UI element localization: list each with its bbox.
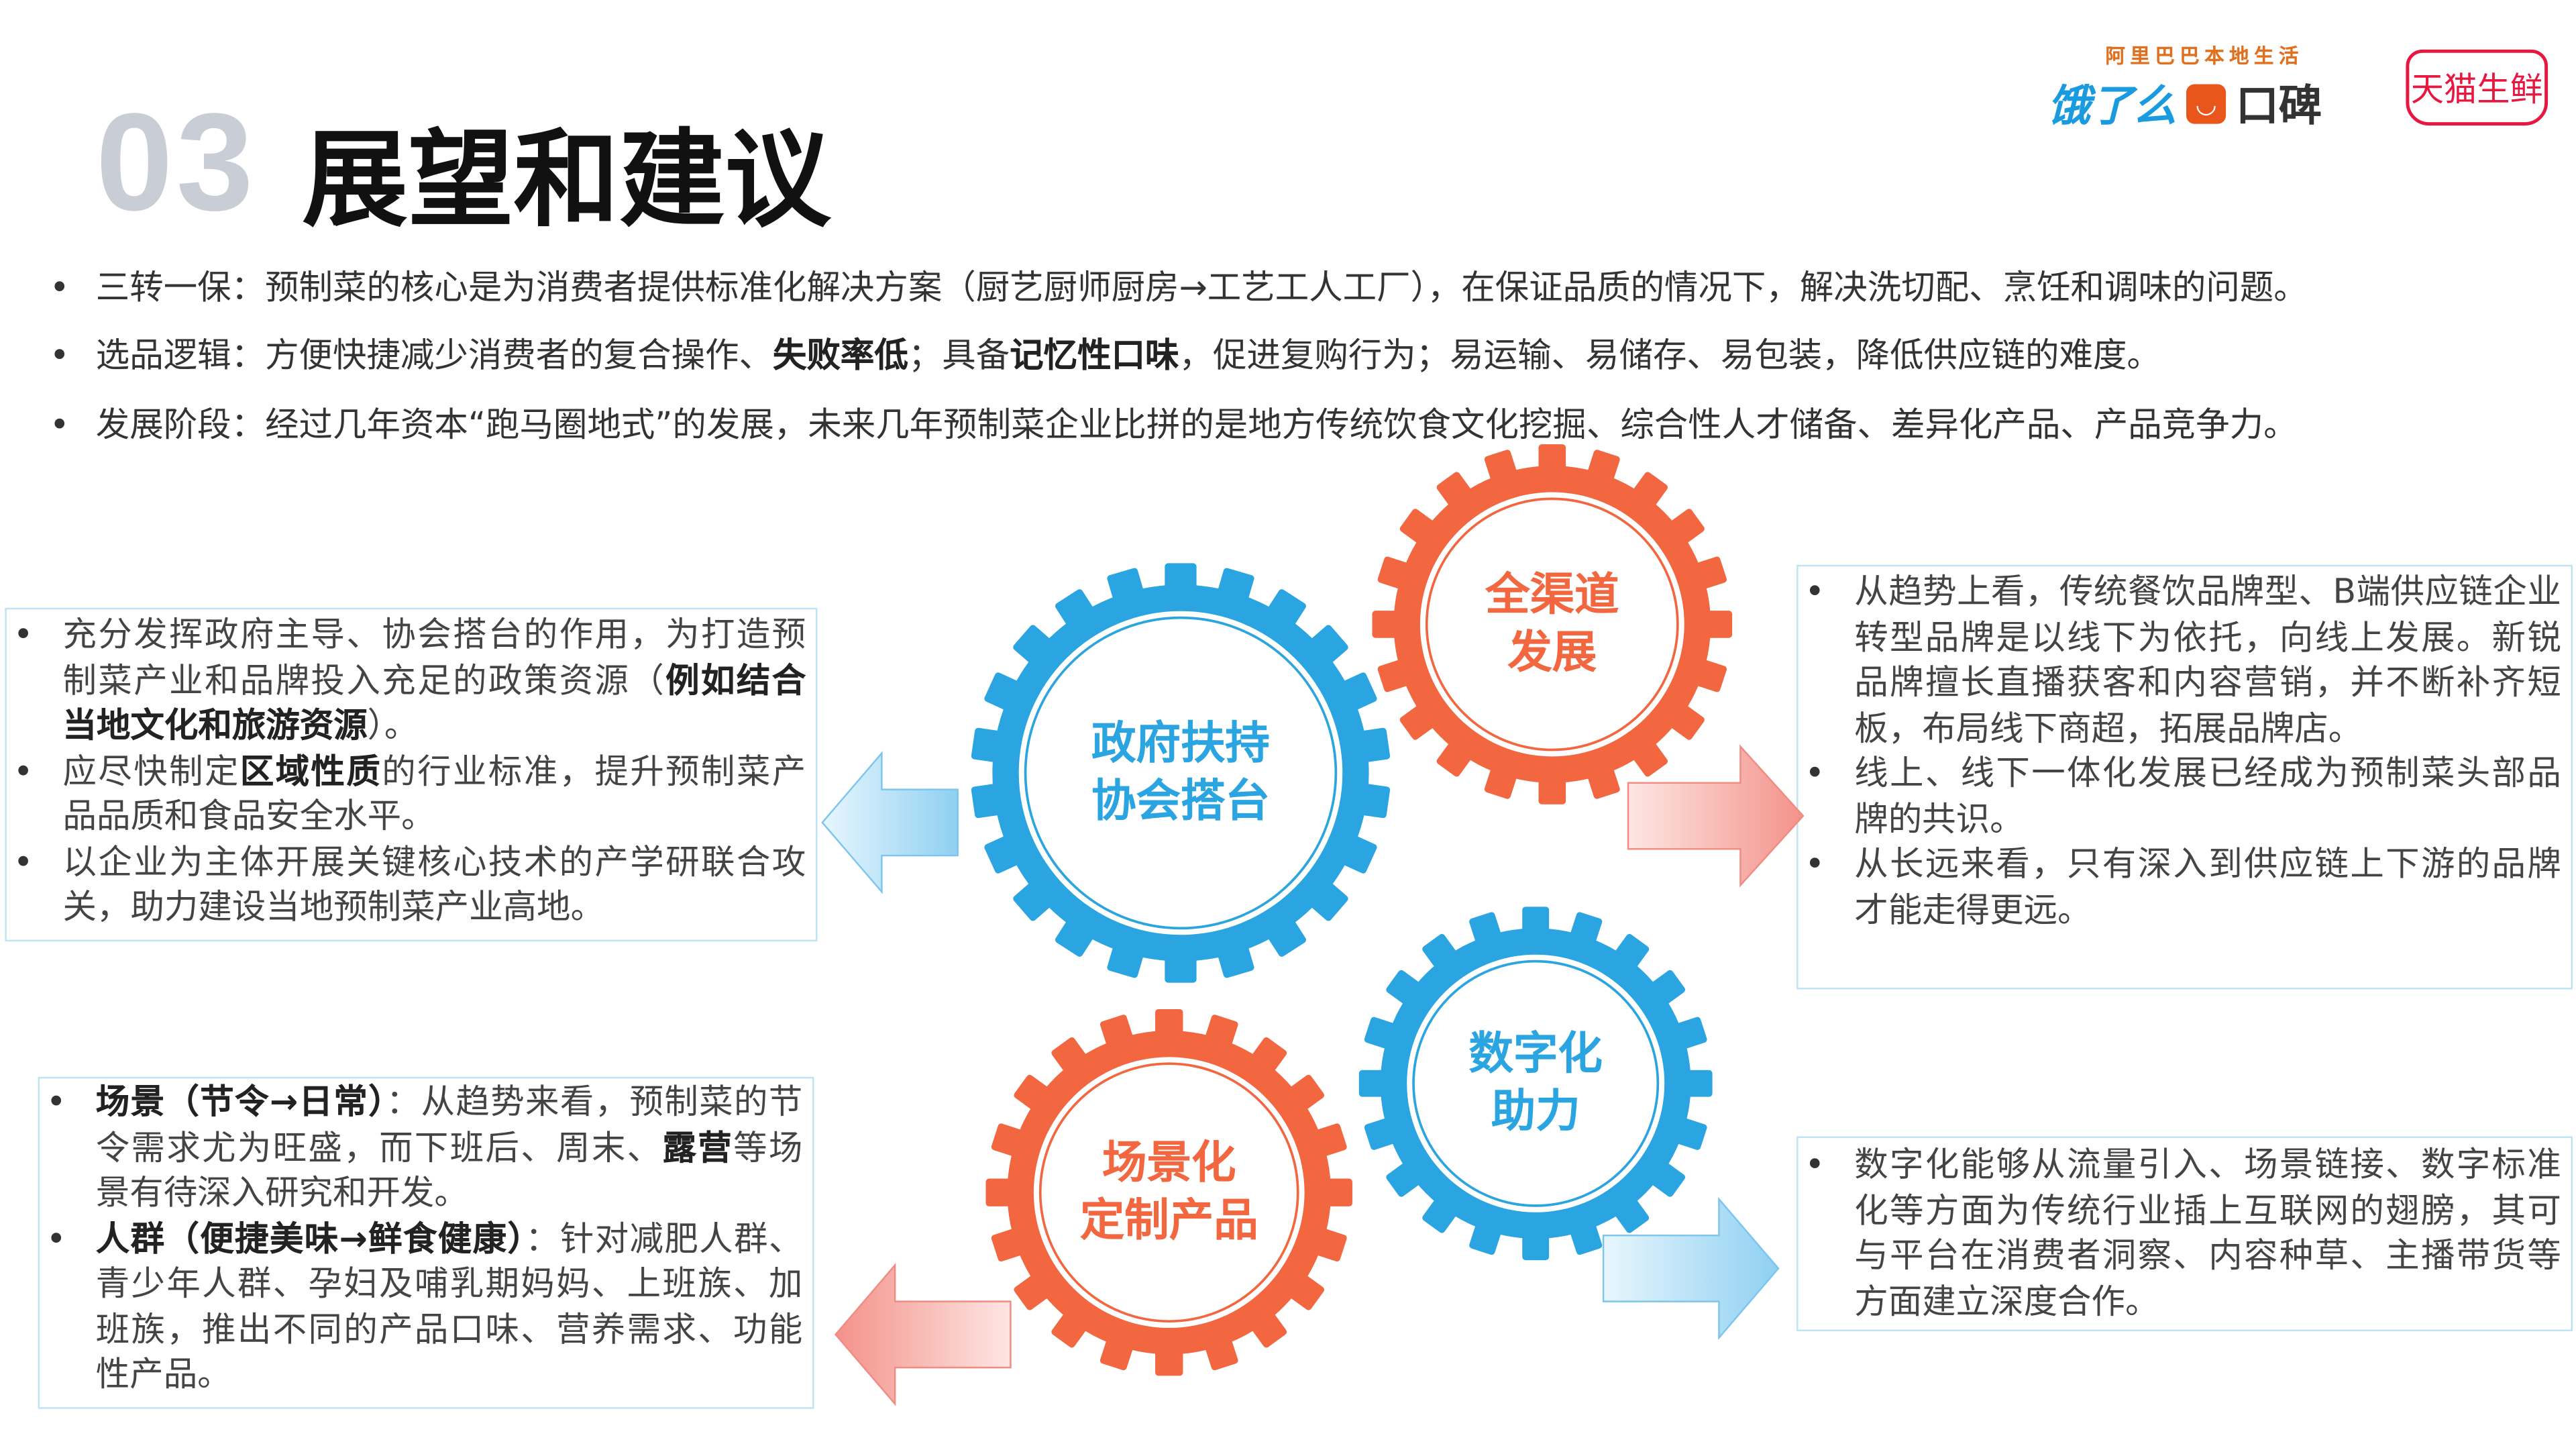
list-item: 以企业为主体开展关键核心技术的产学研联合攻关，助力建设当地预制菜产业高地。 xyxy=(7,840,806,931)
digital-text-box: 数字化能够从流量引入、场景链接、数字标准化等方面为传统行业插上互联网的翅膀，其可… xyxy=(1796,1136,2573,1331)
gear-ring xyxy=(1038,1062,1299,1323)
arrow-left-blue-icon xyxy=(821,751,959,894)
text-segment: 等场景有待深入研究和开发。 xyxy=(95,1127,803,1212)
gear-label-line: 政府扶持 xyxy=(1091,718,1270,770)
list-item: 应尽快制定区域性质的行业标准，提升预制菜产品品质和食品安全水平。 xyxy=(7,749,806,839)
gear-label-line: 数字化 xyxy=(1468,1029,1603,1080)
text-segment: 的行业标准，提升预制菜产品品质和食品安全水平。 xyxy=(62,750,806,836)
gear-label-line: 助力 xyxy=(1491,1086,1580,1138)
gear-ring xyxy=(1024,616,1338,930)
gear-icon xyxy=(985,1008,1352,1376)
arrow-left-pink-icon xyxy=(834,1263,1012,1406)
page-title: 展望和建议 xyxy=(302,120,831,243)
alibaba-local-label: 阿里巴巴本地生活 xyxy=(2105,44,2304,68)
gear-icon xyxy=(971,563,1391,983)
gear-digital: 数字化助力 xyxy=(1357,905,1714,1262)
gear-channels: 全渠道发展 xyxy=(1371,443,1734,807)
top-bullet: • 发展阶段：经过几年资本“跑马圈地式”的发展，未来几年预制菜企业比拼的是地方传统… xyxy=(50,397,2298,446)
koubei-icon: ◡ xyxy=(2186,83,2226,123)
section-number: 03 xyxy=(95,84,257,240)
gear-icon xyxy=(1358,907,1713,1261)
text-segment: ）。 xyxy=(367,705,419,745)
list-item: 从趋势上看，传统餐饮品牌型、B端供应链企业转型品牌是以线下为依托，向线上发展。新… xyxy=(1799,570,2561,752)
text-segment: 以企业为主体开展关键核心技术的产学研联合攻关，助力建设当地预制菜产业高地。 xyxy=(62,841,806,927)
text-segment: 三转一保：预制菜的核心是为消费者提供标准化解决方案（厨艺厨师厨房→工艺工人工厂）… xyxy=(95,267,2308,307)
bullet-dot: • xyxy=(49,335,70,375)
government-text-box: 充分发挥政府主导、协会搭台的作用，为打造预制菜产业和品牌投入充足的政策资源（例如… xyxy=(5,607,818,942)
bold-text: 失败率低 xyxy=(772,335,908,375)
bold-text: 例如结合当地文化和旅游资源 xyxy=(62,660,806,745)
scenes-text-box: 场景（节令→日常）：从趋势来看，预制菜的节令需求尤为旺盛，而下班后、周末、露营等… xyxy=(38,1076,814,1409)
bold-text: 场景（节令→日常） xyxy=(95,1082,386,1122)
text-segment: 充分发挥政府主导、协会搭台的作用，为打造预制菜产业和品牌投入充足的政策资源（ xyxy=(62,614,806,700)
gear-government: 政府扶持协会搭台 xyxy=(969,562,1392,984)
bold-text: 记忆性口味 xyxy=(1010,335,1179,375)
text-segment: 数字化能够从流量引入、场景链接、数字标准化等方面为传统行业插上互联网的翅膀，其可… xyxy=(1854,1144,2561,1320)
arrow-right-blue-icon xyxy=(1602,1196,1780,1341)
gear-icon xyxy=(1372,444,1733,805)
gear-label-line: 场景化 xyxy=(1102,1137,1236,1190)
list-item: 充分发挥政府主导、协会搭台的作用，为打造预制菜产业和品牌投入充足的政策资源（例如… xyxy=(7,613,806,749)
alibaba-local-logo: 阿里巴巴本地生活 饿了么 ◡ 口碑 xyxy=(2047,42,2361,134)
text-segment: ，促进复购行为；易运输、易储存、易包装，降低供应链的难度。 xyxy=(1179,335,2161,375)
gear-label-line: 定制产品 xyxy=(1079,1196,1258,1247)
gear-label: 全渠道发展 xyxy=(1371,443,1734,807)
text-segment: ；具备 xyxy=(908,335,1010,375)
text-segment: ：从趋势来看，预制菜的节令需求尤为旺盛，而下班后、周末、 xyxy=(95,1082,803,1168)
text-segment: 选品逻辑：方便快捷减少消费者的复合操作、 xyxy=(95,335,773,375)
text-segment: 发展阶段：经过几年资本“跑马圈地式”的发展，未来几年预制菜企业比拼的是地方传统饮… xyxy=(95,405,2298,445)
gear-label-line: 全渠道 xyxy=(1485,570,1619,621)
list-item: 数字化能够从流量引入、场景链接、数字标准化等方面为传统行业插上互联网的翅膀，其可… xyxy=(1799,1143,2561,1325)
text-segment: 线上、线下一体化发展已经成为预制菜头部品牌的共识。 xyxy=(1854,753,2561,839)
gear-label: 数字化助力 xyxy=(1357,905,1714,1262)
top-bullet: • 选品逻辑：方便快捷减少消费者的复合操作、失败率低；具备记忆性口味，促进复购行为… xyxy=(50,327,2161,376)
gear-label-line: 协会搭台 xyxy=(1091,776,1270,828)
eleme-logo: 饿了么 xyxy=(2047,83,2177,132)
gear-ring xyxy=(1412,960,1660,1207)
text-segment: 应尽快制定 xyxy=(62,750,240,790)
gear-scenes: 场景化定制产品 xyxy=(984,1008,1354,1378)
channels-text-box: 从趋势上看，传统餐饮品牌型、B端供应链企业转型品牌是以线下为依托，向线上发展。新… xyxy=(1796,564,2573,990)
gear-label: 政府扶持协会搭台 xyxy=(969,562,1392,984)
bold-text: 人群（便捷美味→鲜食健康） xyxy=(95,1218,526,1258)
text-segment: ：针对减肥人群、青少年人群、孕妇及哺乳期妈妈、上班族、加班族，推出不同的产品口味… xyxy=(95,1218,803,1394)
gear-label: 场景化定制产品 xyxy=(984,1008,1354,1378)
bold-text: 区域性质 xyxy=(239,750,382,790)
arrow-right-pink-icon xyxy=(1627,744,1805,888)
list-item: 人群（便捷美味→鲜食健康）：针对减肥人群、青少年人群、孕妇及哺乳期妈妈、上班族、… xyxy=(40,1216,802,1398)
tmall-fresh-logo: 天猫生鲜 xyxy=(2406,49,2548,126)
list-item: 从长远来看，只有深入到供应链上下游的品牌才能走得更远。 xyxy=(1799,842,2561,933)
text-segment: 从长远来看，只有深入到供应链上下游的品牌才能走得更远。 xyxy=(1854,843,2561,929)
list-item: 场景（节令→日常）：从趋势来看，预制菜的节令需求尤为旺盛，而下班后、周末、露营等… xyxy=(40,1080,802,1216)
gear-label-line: 发展 xyxy=(1507,627,1597,679)
bullet-dot: • xyxy=(49,405,70,445)
text-segment: 从趋势上看，传统餐饮品牌型、B端供应链企业转型品牌是以线下为依托，向线上发展。新… xyxy=(1854,571,2561,747)
bullet-dot: • xyxy=(49,267,70,307)
bold-text: 露营 xyxy=(662,1127,734,1168)
koubei-logo: 口碑 xyxy=(2235,83,2322,132)
top-bullet: • 三转一保：预制菜的核心是为消费者提供标准化解决方案（厨艺厨师厨房→工艺工人工厂… xyxy=(50,259,2308,309)
list-item: 线上、线下一体化发展已经成为预制菜头部品牌的共识。 xyxy=(1799,752,2561,842)
gear-ring xyxy=(1425,497,1679,752)
